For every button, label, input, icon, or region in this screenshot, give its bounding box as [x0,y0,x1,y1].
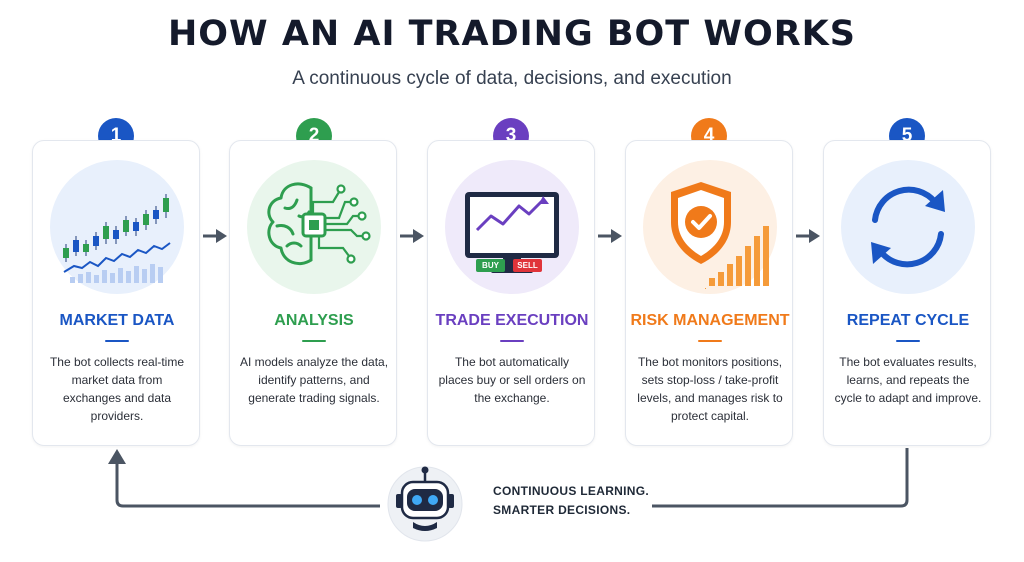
step-description: The bot automatically places buy or sell… [438,355,586,405]
step-title: REPEAT CYCLE [846,312,970,329]
robot-icon [387,466,463,542]
continuous-learning-caption: CONTINUOUS LEARNING. SMARTER DECISIONS. [493,482,663,520]
buy-button: BUY [476,259,505,272]
caption-line-2: SMARTER DECISIONS. [493,503,631,517]
step-description: The bot monitors positions, sets stop-lo… [637,355,783,423]
step-title: TRADE EXECUTION [435,312,589,329]
step-5-number: 5 [901,125,913,146]
step-title: RISK MANAGEMENT [630,312,790,329]
risk-management-illustration [643,160,777,294]
candlestick-chart-icon [63,194,171,283]
step-divider [698,340,722,342]
step-divider [105,340,129,342]
step-4-number: 4 [703,125,715,146]
sell-button: SELL [513,259,542,272]
step-card-market-data: MARKET DATA The bot collects real-time m… [32,140,200,446]
step-card-risk-management: RISK MANAGEMENT The bot monitors positio… [625,140,793,446]
step-description: AI models analyze the data, identify pat… [239,355,389,405]
page-title: HOW AN AI TRADING BOT WORKS [167,14,857,54]
step-card-trade-execution: BUY SELL TRADE EXECUTION The bot automat… [427,140,595,446]
step-description: The bot collects real-time market data f… [49,355,185,423]
page-subtitle: A continuous cycle of data, decisions, a… [292,68,732,89]
shield-check-icon [671,182,769,289]
repeat-cycle-illustration [841,160,975,294]
step-title: MARKET DATA [59,312,175,329]
caption-line-1: CONTINUOUS LEARNING. [493,484,649,498]
market-data-illustration [50,160,184,294]
step-description: The bot evaluates results, learns, and r… [834,355,982,405]
sell-label: SELL [517,261,538,270]
buy-label: BUY [482,261,499,270]
flow-arrow-icon [598,229,622,243]
refresh-cycle-icon [871,186,945,268]
trading-monitor-icon [465,192,559,273]
step-1-number: 1 [110,125,122,146]
flow-arrow-icon [796,229,820,243]
step-divider [896,340,920,342]
trade-execution-illustration: BUY SELL [445,160,579,294]
flow-arrow-icon [203,229,227,243]
step-title: ANALYSIS [274,312,354,329]
step-3-number: 3 [505,125,517,146]
step-2-number: 2 [308,125,320,146]
flow-arrow-icon [400,229,424,243]
step-card-analysis: ANALYSIS AI models analyze the data, ide… [229,140,397,446]
ai-brain-chip-icon [267,182,371,265]
step-divider [500,340,524,342]
analysis-illustration [247,160,381,294]
step-card-repeat-cycle: REPEAT CYCLE The bot evaluates results, … [823,140,991,446]
step-divider [302,340,326,342]
